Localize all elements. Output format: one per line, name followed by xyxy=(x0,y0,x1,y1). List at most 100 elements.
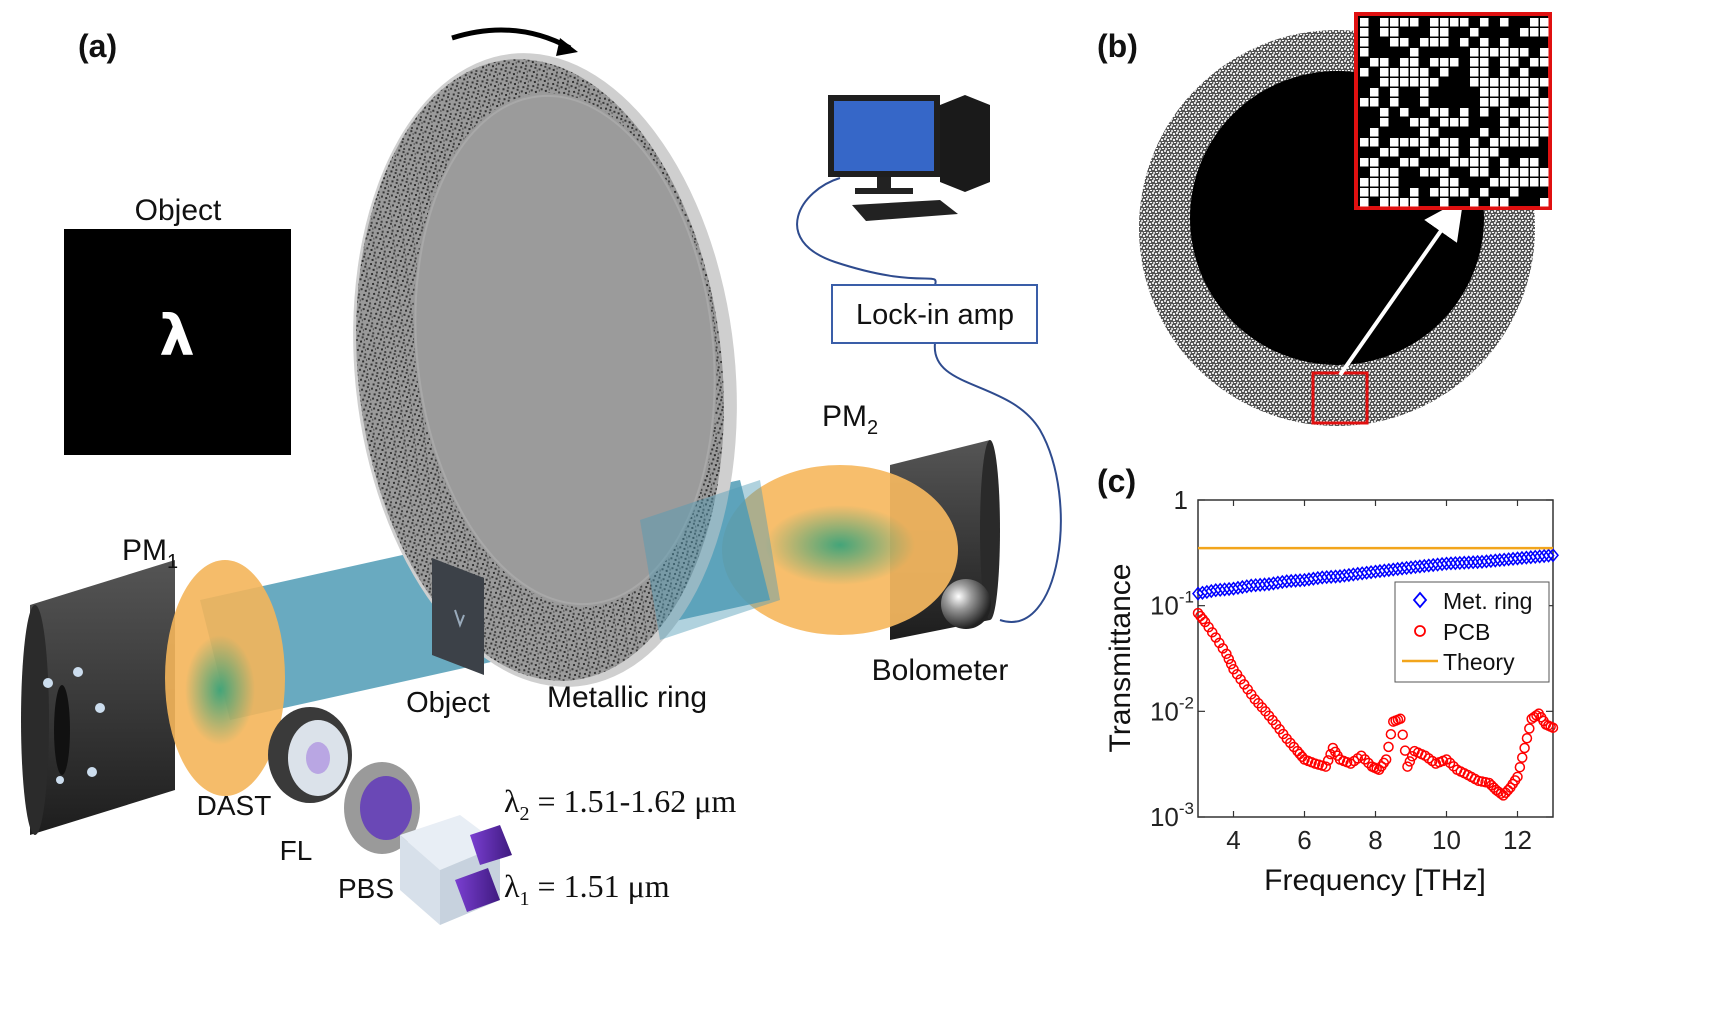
met-ring-point xyxy=(1245,578,1258,593)
zoom-cell xyxy=(1540,198,1549,207)
met-ring-point xyxy=(1351,566,1364,582)
legend-marker-met-ring xyxy=(1412,591,1428,609)
zoom-cell xyxy=(1500,18,1509,27)
zoom-cell xyxy=(1540,128,1549,137)
met-ring-point xyxy=(1542,548,1555,563)
met-ring-point xyxy=(1524,550,1537,565)
zoom-cell xyxy=(1390,28,1399,37)
zoom-cell xyxy=(1520,138,1529,147)
met-ring-point xyxy=(1347,567,1360,582)
zoom-cell xyxy=(1520,108,1529,117)
met-ring-point xyxy=(1365,565,1378,580)
met-ring-point xyxy=(1391,561,1404,577)
zoom-cell xyxy=(1450,148,1459,157)
zoom-cell xyxy=(1360,98,1369,107)
object-inset xyxy=(64,229,291,455)
zoom-cell xyxy=(1360,28,1369,37)
met-ring-point xyxy=(1511,551,1524,566)
zoom-cell xyxy=(1380,28,1389,37)
zoom-cell xyxy=(1370,188,1379,197)
met-ring-point xyxy=(1520,550,1533,565)
zoom-cell xyxy=(1520,118,1529,127)
zoom-cell xyxy=(1360,138,1369,147)
met-ring-point xyxy=(1311,570,1324,586)
pcb-point xyxy=(1383,741,1394,753)
panel-a-label: (a) xyxy=(78,28,117,64)
met-ring-point xyxy=(1484,553,1497,569)
legend-theory: Theory xyxy=(1443,649,1515,675)
zoom-cell xyxy=(1390,188,1399,197)
zoom-cell xyxy=(1520,178,1529,187)
cable-computer-lockin xyxy=(796,177,937,286)
met-ring-point xyxy=(1467,555,1480,570)
met-ring-point xyxy=(1476,554,1488,569)
zoom-cell xyxy=(1420,78,1429,87)
y-tick-label: 10-3 xyxy=(1150,799,1194,832)
zoom-cell xyxy=(1390,38,1399,47)
zoom-cell xyxy=(1520,28,1529,37)
zoom-cell xyxy=(1410,68,1419,77)
met-ring-point xyxy=(1329,569,1342,584)
zoom-cell xyxy=(1360,38,1369,47)
met-ring-point xyxy=(1480,554,1493,569)
met-ring-point xyxy=(1205,583,1218,599)
met-ring-point xyxy=(1360,565,1373,580)
zoom-cell xyxy=(1430,58,1439,67)
zoom-cell xyxy=(1530,158,1539,167)
zoom-cell xyxy=(1420,118,1429,127)
zoom-cell xyxy=(1380,58,1389,67)
zoom-cell xyxy=(1460,158,1469,167)
zoom-cell xyxy=(1370,58,1379,67)
pm2-mirror xyxy=(722,440,1000,640)
pbs-label: PBS xyxy=(338,873,394,904)
zoom-cell xyxy=(1510,58,1519,67)
zoom-cell xyxy=(1440,138,1449,147)
pcb-point xyxy=(1359,754,1371,765)
zoom-cell xyxy=(1360,198,1369,207)
zoom-cell xyxy=(1410,138,1419,147)
pcb-point xyxy=(1385,728,1397,740)
met-ring-point xyxy=(1214,582,1227,597)
zoom-cell xyxy=(1430,108,1439,117)
met-ring-point xyxy=(1436,556,1449,572)
met-ring-point xyxy=(1427,557,1440,573)
panel-b: (b) xyxy=(1097,12,1552,426)
metallic-ring-disk xyxy=(353,53,737,687)
pcb-point xyxy=(1210,632,1221,643)
thz-beam-transmitted xyxy=(640,480,780,640)
legend: Met. ring PCB Theory xyxy=(1394,581,1550,683)
zoom-cell xyxy=(1420,38,1429,47)
zoom-cell xyxy=(1540,178,1549,187)
legend-marker-pcb xyxy=(1414,625,1426,637)
zoom-cell xyxy=(1530,98,1539,107)
zoom-cell xyxy=(1500,128,1509,137)
y-tick-label: 10-2 xyxy=(1150,693,1194,726)
zoom-cell xyxy=(1360,178,1369,187)
zoom-cell xyxy=(1440,18,1449,27)
object-lambda-symbol: λ xyxy=(159,304,194,369)
zoom-cell xyxy=(1410,118,1419,127)
zoom-cell xyxy=(1540,78,1549,87)
zoom-cell xyxy=(1460,108,1469,117)
zoom-cell xyxy=(1480,108,1489,117)
zoom-cell xyxy=(1430,28,1439,37)
zoom-cell xyxy=(1520,88,1529,97)
zoom-cell xyxy=(1440,198,1449,207)
met-ring-point xyxy=(1515,550,1528,566)
met-ring-point xyxy=(1453,555,1466,571)
zoom-cell xyxy=(1500,168,1509,177)
pcb-point xyxy=(1547,722,1559,733)
zoom-cell xyxy=(1430,78,1439,87)
zoom-cell xyxy=(1360,48,1369,57)
zoom-cell xyxy=(1410,198,1419,207)
zoom-cell xyxy=(1400,68,1409,77)
zoom-cell xyxy=(1480,48,1489,57)
zoom-cell xyxy=(1470,28,1479,37)
pcb-point xyxy=(1380,754,1392,765)
zoom-cell xyxy=(1440,38,1449,47)
zoom-cell xyxy=(1430,148,1439,157)
met-ring-point xyxy=(1218,582,1231,597)
zoom-cell xyxy=(1480,188,1489,197)
zoom-cell xyxy=(1440,28,1449,37)
met-ring-point xyxy=(1493,552,1506,568)
